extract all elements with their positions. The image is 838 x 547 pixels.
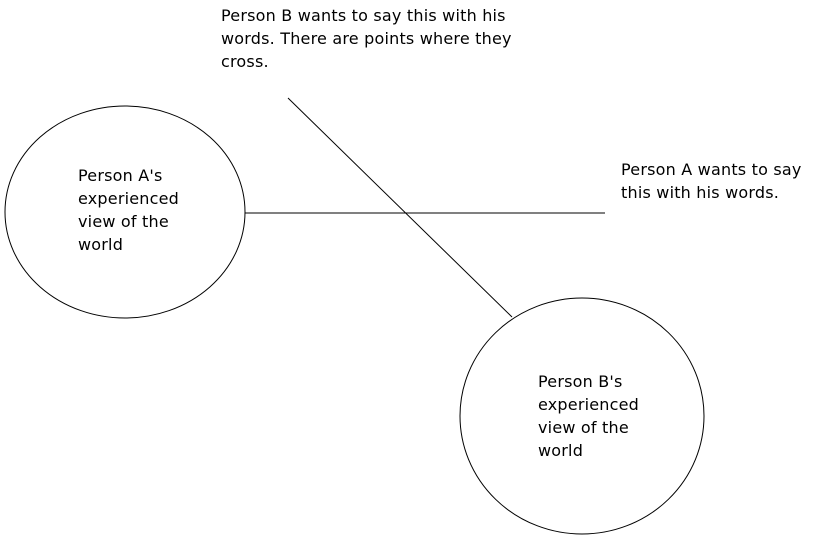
person-a-circle-label-line-3: view of the: [78, 212, 169, 231]
person-a-circle-label-line-4: world: [78, 235, 124, 254]
person-b-caption-line-2: words. There are points where they: [221, 29, 512, 48]
person-a-circle-label-line-1: Person A's: [78, 166, 163, 185]
person-a-circle-label-line-2: experienced: [78, 189, 180, 208]
person-a-caption-line-2: this with his words.: [621, 183, 780, 202]
person-a-circle: [4, 105, 246, 319]
person-b-speech-line: [287, 97, 513, 318]
person-a-circle-label: Person A's experienced view of the world: [78, 164, 179, 256]
person-b-circle: [459, 297, 705, 535]
person-b-circle-label-line-4: world: [538, 441, 584, 460]
person-b-circle-label-line-2: experienced: [538, 395, 640, 414]
person-a-caption-line-1: Person A wants to say: [621, 160, 802, 179]
person-b-circle-label: Person B's experienced view of the world: [538, 370, 639, 462]
person-b-caption-line-3: cross.: [221, 52, 269, 71]
person-b-caption: Person B wants to say this with his word…: [221, 4, 512, 73]
person-b-caption-line-1: Person B wants to say this with his: [221, 6, 506, 25]
person-a-caption: Person A wants to say this with his word…: [621, 158, 802, 204]
person-b-circle-label-line-1: Person B's: [538, 372, 623, 391]
person-b-circle-label-line-3: view of the: [538, 418, 629, 437]
